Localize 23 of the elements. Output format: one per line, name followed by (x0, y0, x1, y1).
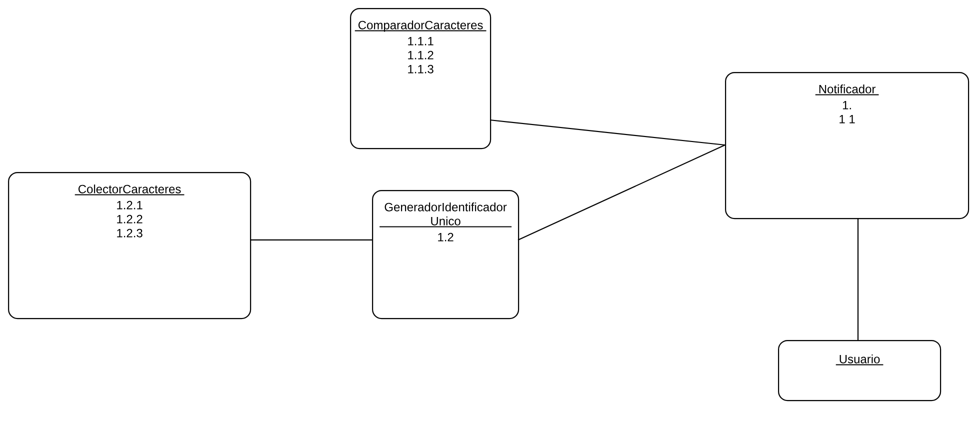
connector-line (250, 239, 372, 241)
number-label: 1 1 (840, 114, 855, 124)
class-box (372, 190, 520, 320)
class-box (350, 8, 492, 150)
connector-line (490, 119, 726, 146)
class-box (725, 72, 970, 220)
number-label: 1.1.2 (408, 50, 434, 60)
number-label: 1.2.1 (117, 200, 142, 210)
connector-line (857, 218, 859, 340)
class-box (778, 340, 942, 402)
heading: ColectorCaracteres (78, 184, 181, 194)
class-box (8, 172, 252, 320)
heading: Notificador (819, 84, 876, 94)
number-label: 1. (842, 100, 851, 110)
connector-line (518, 144, 726, 240)
heading: ComparadorCaracteres (358, 20, 483, 32)
number-label: 1.2 (438, 232, 454, 242)
number-label: 1.1.1 (408, 36, 434, 46)
number-label: 1.2.2 (117, 214, 142, 224)
number-label: 1.1.3 (408, 64, 434, 74)
heading: GeneradorIdentificador Unico (384, 202, 507, 226)
heading: Usuario (840, 354, 880, 364)
number-label: 1.2.3 (117, 228, 142, 238)
